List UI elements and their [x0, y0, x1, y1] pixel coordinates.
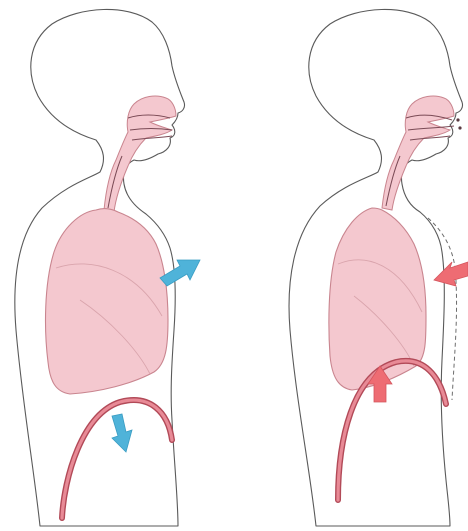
exhale-dot-right-1 — [456, 118, 459, 121]
exhale-dot-right-2 — [458, 126, 461, 129]
lung-left — [46, 209, 168, 394]
panel-inhalation — [15, 9, 200, 526]
panel-exhalation — [289, 9, 468, 526]
